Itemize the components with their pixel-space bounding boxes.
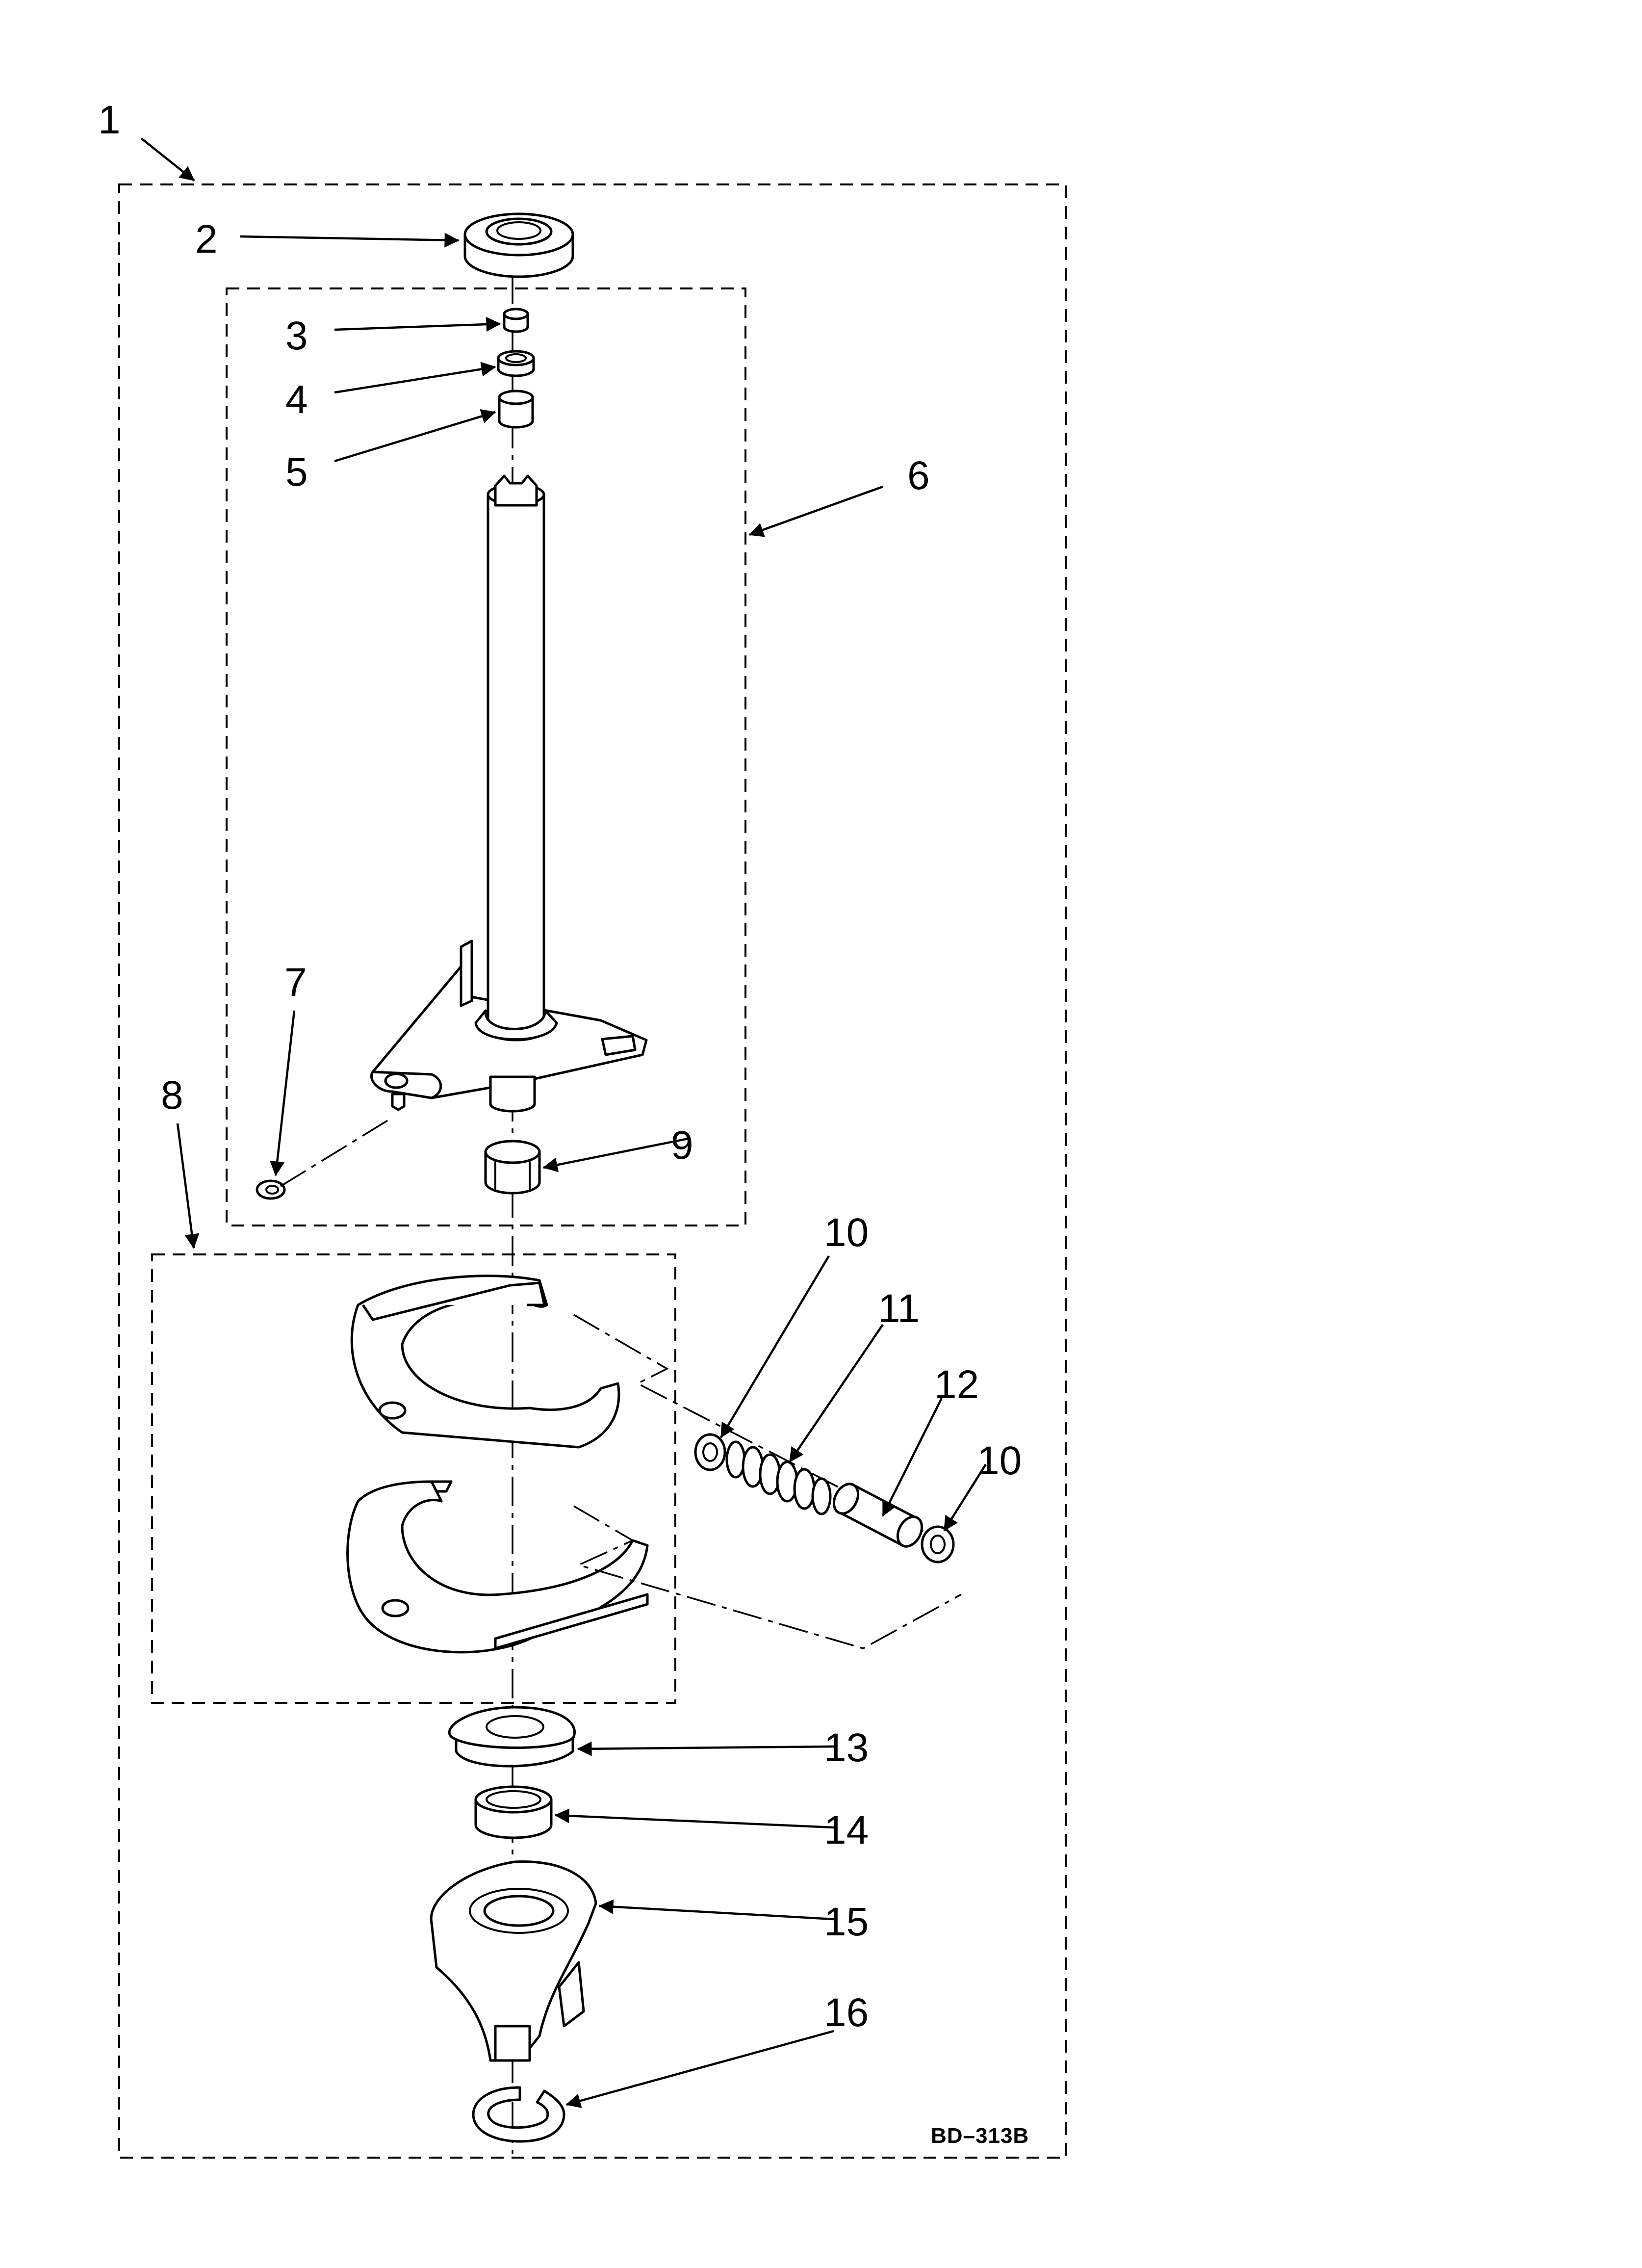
callout-15: 15 <box>824 1900 869 1944</box>
leader-lines <box>140 137 987 2108</box>
part-10-washer-a <box>694 1433 726 1471</box>
part-3 <box>503 308 529 333</box>
part-12-pin <box>832 1483 924 1548</box>
part-7-clip <box>256 1179 286 1200</box>
part-14-ring <box>474 1785 553 1839</box>
part-7-axis <box>280 1117 393 1187</box>
part-15-housing <box>430 1860 597 2062</box>
part-10-washer-b <box>921 1525 955 1564</box>
callout-10-a: 10 <box>824 1210 869 1255</box>
part-9-bushing <box>484 1140 541 1195</box>
part-11-spring <box>725 1440 832 1515</box>
diagram-code: BD–313B <box>931 2124 1029 2148</box>
callout-11: 11 <box>878 1286 920 1331</box>
part-4 <box>497 350 535 377</box>
callout-9: 9 <box>671 1123 693 1168</box>
part-2-seal <box>463 212 574 278</box>
callout-4: 4 <box>285 377 308 422</box>
part-6-shaft-assembly <box>370 474 648 1113</box>
callout-2: 2 <box>195 217 218 261</box>
part-16-snap-ring <box>472 2086 565 2143</box>
part-8-brake-shoe-upper <box>350 1275 620 1449</box>
callout-12: 12 <box>934 1362 979 1407</box>
callout-5: 5 <box>285 450 308 495</box>
spring-axis-lower <box>573 1505 962 1649</box>
callout-3: 3 <box>285 313 308 358</box>
callout-10-b: 10 <box>977 1438 1022 1483</box>
part-5 <box>498 390 534 429</box>
callout-7: 7 <box>284 960 307 1005</box>
callout-14: 14 <box>824 1808 869 1852</box>
assembly-outline-6 <box>226 287 746 1226</box>
callout-6: 6 <box>907 453 930 498</box>
part-8-brake-shoe-lower <box>346 1480 649 1654</box>
callout-1: 1 <box>98 98 121 142</box>
callout-13: 13 <box>824 1725 869 1770</box>
part-13-hub <box>448 1706 576 1768</box>
assembly-outline-1 <box>118 183 1067 2159</box>
callout-16: 16 <box>824 1990 869 2035</box>
assembly-outline-8 <box>151 1253 676 1704</box>
callout-8: 8 <box>161 1073 183 1118</box>
